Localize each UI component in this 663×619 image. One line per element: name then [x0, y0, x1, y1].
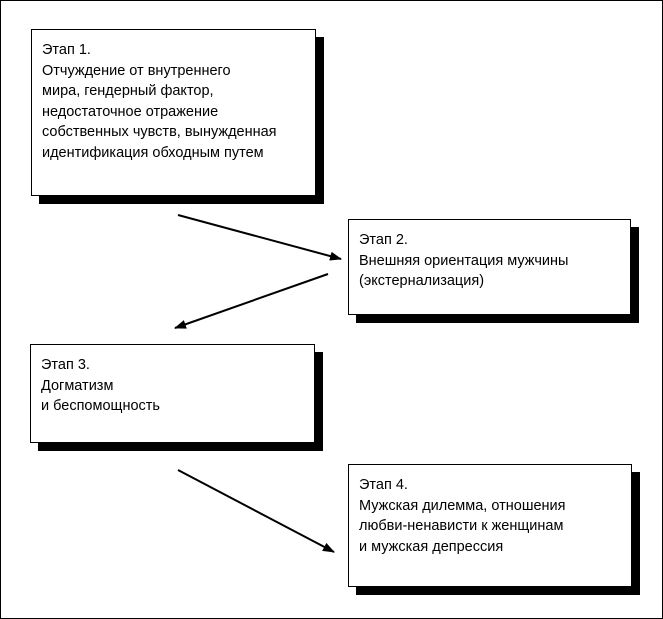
stage-1-line: Отчуждение от внутреннего: [42, 62, 231, 79]
stage-4-line: Мужская дилемма, отношения: [359, 497, 566, 514]
stage-3-line: Догматизм: [41, 377, 114, 394]
stage-2-title: Этап 2.: [359, 232, 408, 248]
stage-1-title: Этап 1.: [42, 42, 91, 58]
stage-2-line: Внешняя ориентация мужчины: [359, 252, 569, 269]
stage-1-line: недостаточное отражение: [42, 103, 219, 120]
stage-1-box: Этап 1. Отчуждение от внутреннего мира, …: [31, 29, 316, 196]
stage-4-box: Этап 4. Мужская дилемма, отношения любви…: [348, 464, 632, 587]
arrow-stage-3-to-stage-4: [177, 469, 335, 553]
stage-3-title: Этап 3.: [41, 357, 90, 373]
stage-2-line: (экстернализация): [359, 273, 485, 290]
arrow-stage-2-to-stage-3: [174, 273, 329, 329]
stage-4-line: и мужская депрессия: [359, 538, 504, 555]
arrow-stage-1-to-stage-2: [177, 214, 342, 261]
stage-4-line: любви-ненависти к женщинам: [359, 518, 564, 535]
stage-3-line: и беспомощность: [41, 398, 160, 415]
stage-1-line: идентификация обходным путем: [42, 144, 264, 161]
stage-1-line: собственных чувств, вынужденная: [42, 124, 277, 141]
stage-4-title: Этап 4.: [359, 477, 408, 493]
stage-3-box: Этап 3. Догматизм и беспомощность: [30, 344, 315, 443]
stage-1-line: мира, гендерный фактор,: [42, 83, 214, 100]
stage-2-box: Этап 2. Внешняя ориентация мужчины (экст…: [348, 219, 631, 315]
